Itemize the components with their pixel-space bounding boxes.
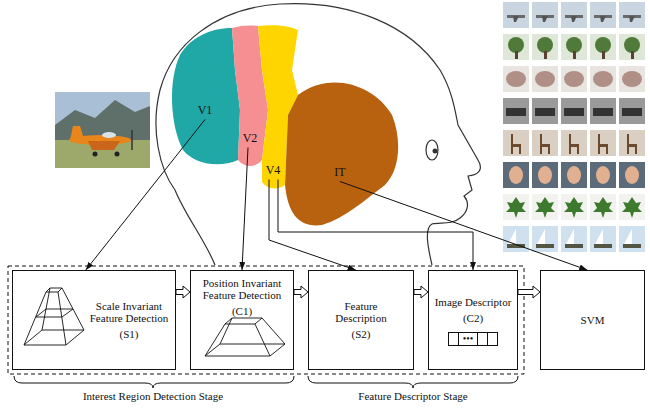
box-code: (S2) xyxy=(352,328,371,340)
process-box: Image Descriptor (C2) ••• xyxy=(428,270,518,370)
flow-arrow xyxy=(176,286,190,298)
process-box: Feature Description (S2) xyxy=(308,270,414,370)
stage-bracket xyxy=(308,376,518,388)
pyramid-symbol xyxy=(24,288,84,345)
flow-arrow xyxy=(414,286,428,298)
box-code: (S1) xyxy=(120,328,139,340)
region-shape xyxy=(166,26,242,169)
region-label: IT xyxy=(334,166,345,179)
box-title: SVM xyxy=(581,314,605,326)
region-label: V1 xyxy=(198,104,213,117)
mapping-line xyxy=(242,148,248,271)
vector-cell xyxy=(487,333,497,345)
box-title: Feature Description xyxy=(323,300,399,324)
box-title: Position Invariant Feature Detection xyxy=(195,277,289,301)
region-shape xyxy=(283,74,404,230)
region-label: V4 xyxy=(266,164,281,177)
mapping-line xyxy=(278,180,473,271)
vector-cell xyxy=(477,333,487,345)
process-box: Scale Invariant Feature Detection (S1) xyxy=(12,270,176,370)
region-fill xyxy=(172,28,240,164)
brain-region: V1 xyxy=(166,26,242,169)
stage-frame xyxy=(8,266,524,374)
vector-cell xyxy=(449,333,458,345)
image-thumbnails xyxy=(503,2,648,252)
box-title: Scale Invariant Feature Detection xyxy=(87,300,171,324)
region-fill xyxy=(285,82,398,225)
mapping-line xyxy=(86,120,205,271)
flow-arrow xyxy=(518,286,540,298)
region-label: V2 xyxy=(243,132,258,145)
vector-bar: ••• xyxy=(448,332,499,346)
brain-region: IT xyxy=(283,74,404,230)
classifier-box: SVM xyxy=(540,270,645,370)
vector-dots: ••• xyxy=(458,333,478,345)
box-code: (C1) xyxy=(232,305,252,317)
stage-bracket xyxy=(14,376,294,388)
mapping-line xyxy=(269,180,356,271)
head-outline xyxy=(156,4,480,265)
airplane-photo xyxy=(55,92,150,168)
stage-label: Interest Region Detection Stage xyxy=(83,390,223,403)
pyramid-symbol xyxy=(205,318,285,356)
box-code: (C2) xyxy=(463,312,483,324)
stage-label: Feature Descriptor Stage xyxy=(358,390,467,403)
mapping-line xyxy=(340,182,587,271)
box-title: Image Descriptor xyxy=(435,296,512,308)
flow-arrow xyxy=(294,286,308,298)
process-box: Position Invariant Feature Detection (C1) xyxy=(190,270,294,370)
